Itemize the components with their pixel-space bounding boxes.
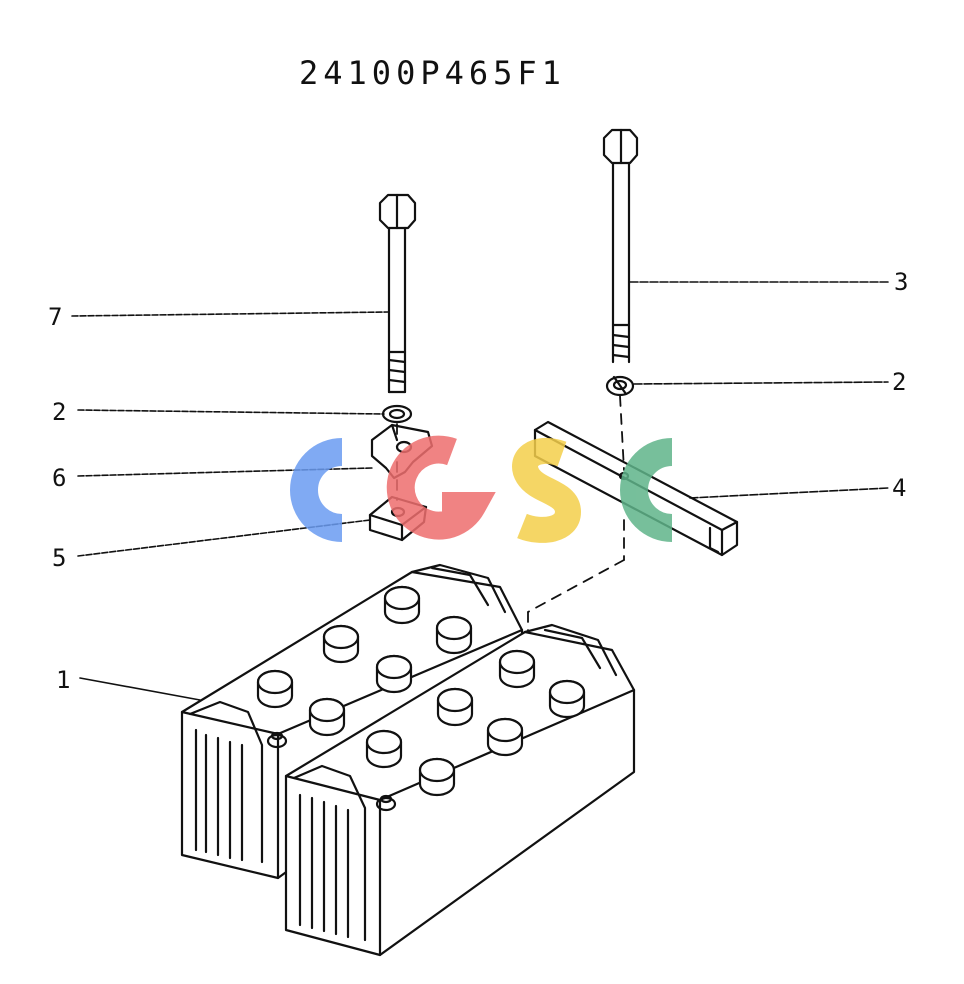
bolt-left	[378, 193, 417, 394]
watermark-letter-g	[386, 435, 496, 540]
callout-2-left: 2	[52, 398, 67, 426]
callout-2-right: 2	[892, 368, 907, 396]
bolt-right	[602, 128, 639, 364]
watermark-letter-s	[512, 437, 582, 543]
watermark-logo	[290, 435, 673, 543]
callout-7: 7	[48, 303, 63, 331]
callout-3: 3	[894, 268, 909, 296]
spring-washer-right	[605, 375, 635, 397]
battery-front-caps	[365, 649, 586, 797]
leader-lines	[71, 281, 889, 701]
battery-rear-caps	[256, 585, 473, 737]
watermark-letter-c1	[290, 438, 343, 542]
callout-5: 5	[52, 544, 67, 572]
callout-1: 1	[56, 666, 71, 694]
callout-6: 6	[52, 464, 67, 492]
callout-4: 4	[892, 474, 907, 502]
diagram-title: 24100P465F1	[299, 54, 566, 92]
watermark-letter-c2	[620, 438, 673, 542]
spring-washer-left	[381, 404, 413, 424]
battery-front	[284, 623, 636, 957]
battery-rear	[180, 563, 524, 880]
